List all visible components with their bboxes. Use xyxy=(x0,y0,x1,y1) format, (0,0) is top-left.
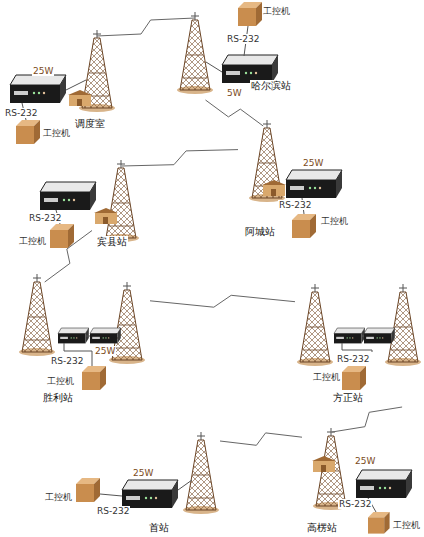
interface-label: RS-232 xyxy=(338,499,372,509)
power-label: 25W xyxy=(32,66,54,76)
industrial-pc xyxy=(368,512,390,534)
power-label: 25W xyxy=(94,346,116,356)
device-label: 工控机 xyxy=(18,236,47,246)
industrial-pc xyxy=(82,366,106,390)
modem-link xyxy=(86,336,90,337)
rs232-cable xyxy=(100,494,122,496)
power-label: 25W xyxy=(132,468,154,478)
station-name: 方正站 xyxy=(332,392,364,404)
radio-tower xyxy=(385,284,421,366)
station-hut xyxy=(94,208,118,224)
antenna-cable xyxy=(206,62,222,72)
station-area: 宾县站 xyxy=(92,166,142,252)
radio-link xyxy=(332,407,402,432)
radio-modem xyxy=(122,480,178,508)
device-label: 工控机 xyxy=(392,520,421,530)
interface-label: RS-232 xyxy=(278,200,312,210)
industrial-pc xyxy=(50,224,74,248)
radio-link xyxy=(150,295,295,307)
radio-link xyxy=(122,150,238,166)
station-hut xyxy=(312,456,336,472)
radio-link xyxy=(220,433,302,445)
interface-label: RS-232 xyxy=(4,108,38,118)
industrial-pc xyxy=(238,2,262,26)
station-hut xyxy=(262,180,286,196)
device-label: 工控机 xyxy=(320,216,349,226)
radio-modem xyxy=(222,55,278,83)
antenna-cable xyxy=(66,80,86,90)
radio-tower xyxy=(19,274,55,356)
radio-modem xyxy=(58,328,89,343)
station-name: 胜利站 xyxy=(42,392,74,404)
station-name: 调度室 xyxy=(74,118,106,130)
station-name: 哈尔滨站 xyxy=(250,80,292,92)
device-label: 工控机 xyxy=(44,492,73,502)
radio-tower xyxy=(183,432,219,514)
station-name: 首站 xyxy=(148,522,170,534)
radio-tower xyxy=(297,284,333,366)
radio-link xyxy=(97,18,195,36)
interface-label: RS-232 xyxy=(50,356,84,366)
radio-tower xyxy=(313,428,349,510)
radio-tower xyxy=(177,12,213,94)
interface-label: RS-232 xyxy=(96,506,130,516)
device-label: 工控机 xyxy=(312,372,341,382)
station-area: 哈尔滨站 xyxy=(176,18,294,100)
device-label: 工控机 xyxy=(46,376,75,386)
power-label: 25W xyxy=(302,158,324,168)
interface-label: RS-232 xyxy=(336,354,370,364)
radio-modem xyxy=(90,328,121,343)
modem-link xyxy=(362,336,364,337)
radio-modem xyxy=(356,470,412,498)
station-area: 高楞站 xyxy=(302,432,352,536)
industrial-pc xyxy=(292,214,316,238)
radio-modem xyxy=(40,182,96,210)
antenna-cable xyxy=(178,480,192,490)
radio-modem xyxy=(364,328,395,343)
radio-modem xyxy=(10,75,66,103)
power-label: 25W xyxy=(354,456,376,466)
interface-label: RS-232 xyxy=(226,34,260,44)
station-hut xyxy=(68,90,92,106)
radio-modem xyxy=(286,170,342,198)
station-area: 方正站 xyxy=(295,290,421,407)
device-label: 工控机 xyxy=(42,128,71,138)
station-area: 首站 xyxy=(140,436,220,536)
radio-tower xyxy=(249,120,285,202)
industrial-pc xyxy=(16,120,40,144)
station-area: 调度室 xyxy=(62,36,122,134)
device-label: 工控机 xyxy=(262,6,291,16)
radio-modem xyxy=(334,328,365,343)
station-name: 宾县站 xyxy=(96,236,128,248)
station-area: 胜利站 xyxy=(15,282,150,407)
industrial-pc xyxy=(342,366,366,390)
radio-tower xyxy=(103,160,139,242)
interface-label: RS-232 xyxy=(28,213,62,223)
station-name: 阿城站 xyxy=(244,226,276,238)
rs232-cable xyxy=(342,343,372,352)
station-area: 阿城站 xyxy=(238,126,310,244)
station-name: 高楞站 xyxy=(306,522,338,534)
radio-link xyxy=(206,100,264,126)
industrial-pc xyxy=(76,478,100,502)
power-label: 5W xyxy=(226,88,243,98)
radio-link xyxy=(45,231,92,283)
